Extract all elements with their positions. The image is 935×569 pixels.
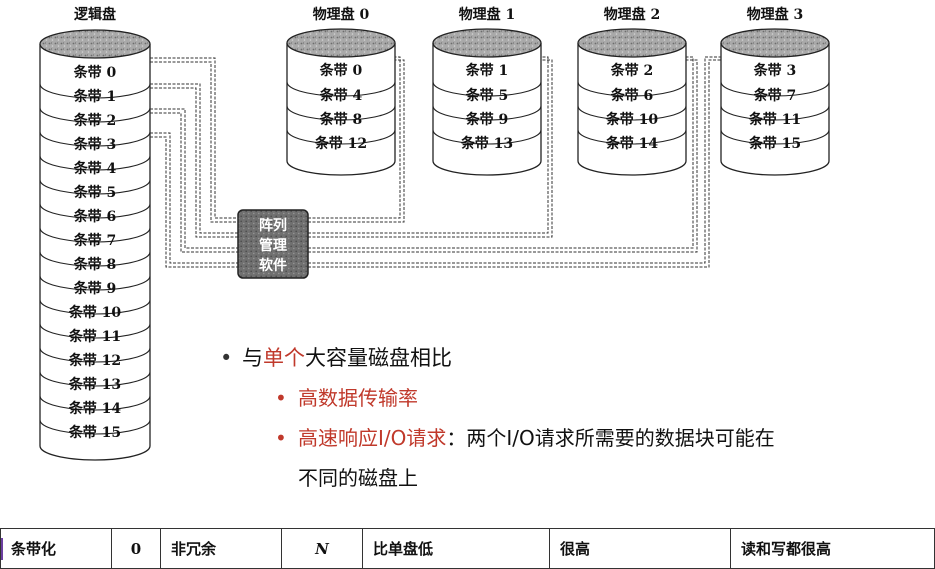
bullet-dot-icon: • xyxy=(220,346,233,370)
controller-label-line: 阵列 xyxy=(259,217,287,234)
physical-0-stripe-label: 条带 0 xyxy=(319,62,363,79)
bullet-dot-icon: • xyxy=(275,426,287,450)
bullet-list: • 与单个大容量磁盘相比 • 高数据传输率 • 高速响应I/O请求：两个I/O请… xyxy=(220,338,935,498)
logical-stripe-label: 条带 0 xyxy=(73,64,117,81)
logical-stripe-label: 条带 11 xyxy=(68,328,121,345)
logical-stripe-label: 条带 1 xyxy=(73,88,117,105)
stripe-divider xyxy=(39,131,151,147)
stripe-divider xyxy=(39,395,151,411)
physical-disk-0: 条带 0 条带 4 条带 8 条带 12 xyxy=(286,28,396,176)
bullet-sub-2: • 高速响应I/O请求：两个I/O请求所需要的数据块可能在 xyxy=(220,418,935,458)
table-cell-io-rate: 很高 xyxy=(549,528,731,569)
logical-stripe-label: 条带 13 xyxy=(68,376,121,393)
physical-0-stripe-label: 条带 8 xyxy=(319,111,363,128)
logical-stripe-label: 条带 4 xyxy=(73,160,117,177)
bullet-main-highlight: 单个 xyxy=(263,346,305,370)
stripe-divider xyxy=(39,323,151,339)
stripe-divider xyxy=(39,347,151,363)
stripe-divider xyxy=(39,299,151,315)
physical-disk-1: 条带 1 条带 5 条带 9 条带 13 xyxy=(432,28,542,176)
bullet-main: • 与单个大容量磁盘相比 xyxy=(220,338,935,378)
stripe-divider xyxy=(39,107,151,123)
bullet-sub-1-text: 高数据传输率 xyxy=(298,386,418,410)
table-row: 条带化 0 非冗余 N 比单盘低 很高 读和写都很高 xyxy=(0,528,935,569)
logical-stripe-label: 条带 6 xyxy=(73,208,117,225)
physical-disk-3-title: 物理盘 3 xyxy=(747,6,804,23)
physical-disk-2-title: 物理盘 2 xyxy=(604,6,661,23)
physical-3-stripe-label: 条带 7 xyxy=(753,87,797,104)
bullet-main-suffix: 大容量磁盘相比 xyxy=(305,346,452,370)
raid-level-table-row: 条带化 0 非冗余 N 比单盘低 很高 读和写都很高 xyxy=(0,528,935,569)
physical-2-stripe-label: 条带 2 xyxy=(610,62,654,79)
physical-1-stripe-label: 条带 13 xyxy=(460,135,513,152)
bullet-sub-2-highlight: 高速响应I/O请求 xyxy=(298,426,447,450)
logical-stripe-label: 条带 8 xyxy=(73,256,117,273)
table-cell-level: 0 xyxy=(111,528,161,569)
stripe-divider xyxy=(39,275,151,291)
physical-3-stripe-label: 条带 15 xyxy=(748,135,801,152)
physical-2-stripe-label: 条带 14 xyxy=(605,135,659,152)
physical-3-stripe-label: 条带 11 xyxy=(748,111,801,128)
logical-disk-dividers xyxy=(39,83,151,435)
logical-stripe-label: 条带 5 xyxy=(73,184,117,201)
table-cell-redundancy: 非冗余 xyxy=(160,528,282,569)
physical-3-stripe-label: 条带 3 xyxy=(753,62,797,79)
bullet-main-prefix: 与 xyxy=(242,346,263,370)
bullet-sub-2-text: ：两个I/O请求所需要的数据块可能在 xyxy=(446,426,775,450)
logical-stripe-label: 条带 14 xyxy=(68,400,122,417)
physical-disk-0-title: 物理盘 0 xyxy=(313,6,370,23)
table-cell-disks: N xyxy=(281,528,363,569)
stripe-divider xyxy=(39,203,151,219)
stripe-divider xyxy=(39,371,151,387)
physical-2-stripe-label: 条带 6 xyxy=(610,87,654,104)
physical-disk-1-title: 物理盘 1 xyxy=(459,6,516,23)
controller-label-line: 管理 xyxy=(259,237,287,254)
stripe-divider xyxy=(39,251,151,267)
controller-label-line: 软件 xyxy=(259,257,287,274)
logical-stripe-label: 条带 9 xyxy=(73,280,117,297)
table-cell-category: 条带化 xyxy=(0,528,112,569)
physical-0-stripe-label: 条带 12 xyxy=(314,135,367,152)
connector-lines xyxy=(150,56,721,268)
physical-1-stripe-label: 条带 1 xyxy=(465,62,509,79)
bullet-sub-2-continuation: 不同的磁盘上 xyxy=(298,466,418,490)
logical-stripe-label: 条带 12 xyxy=(68,352,121,369)
physical-1-stripe-label: 条带 9 xyxy=(465,111,509,128)
stripe-divider xyxy=(39,83,151,99)
logical-disk-title: 逻辑盘 xyxy=(74,6,116,23)
logical-stripe-label: 条带 15 xyxy=(68,424,121,441)
stripe-divider xyxy=(39,179,151,195)
stripe-divider xyxy=(39,227,151,243)
logical-disk: 条带 0 条带 1 条带 2 条带 3 条带 4 条带 5 条带 6 条带 7 … xyxy=(39,29,151,461)
logical-stripe-label: 条带 2 xyxy=(73,112,117,129)
physical-2-stripe-label: 条带 10 xyxy=(605,111,659,128)
logical-stripe-label: 条带 10 xyxy=(68,304,122,321)
physical-0-stripe-label: 条带 4 xyxy=(319,87,363,104)
physical-disk-3: 条带 3 条带 7 条带 11 条带 15 xyxy=(720,28,830,176)
table-cell-transfer-rate: 读和写都很高 xyxy=(730,528,935,569)
logical-stripe-label: 条带 3 xyxy=(73,136,117,153)
bullet-dot-icon: • xyxy=(275,386,287,410)
logical-stripe-label: 条带 7 xyxy=(73,232,117,249)
physical-1-stripe-label: 条带 5 xyxy=(465,87,509,104)
stripe-divider xyxy=(39,419,151,435)
array-management-software-box: 阵列 管理 软件 xyxy=(237,209,309,279)
logical-disk-stripes: 条带 0 条带 1 条带 2 条带 3 条带 4 条带 5 条带 6 条带 7 … xyxy=(68,64,122,441)
table-cell-availability: 比单盘低 xyxy=(362,528,550,569)
physical-disk-2: 条带 2 条带 6 条带 10 条带 14 xyxy=(577,28,687,176)
stripe-divider xyxy=(39,155,151,171)
bullet-sub-1: • 高数据传输率 xyxy=(220,378,935,418)
